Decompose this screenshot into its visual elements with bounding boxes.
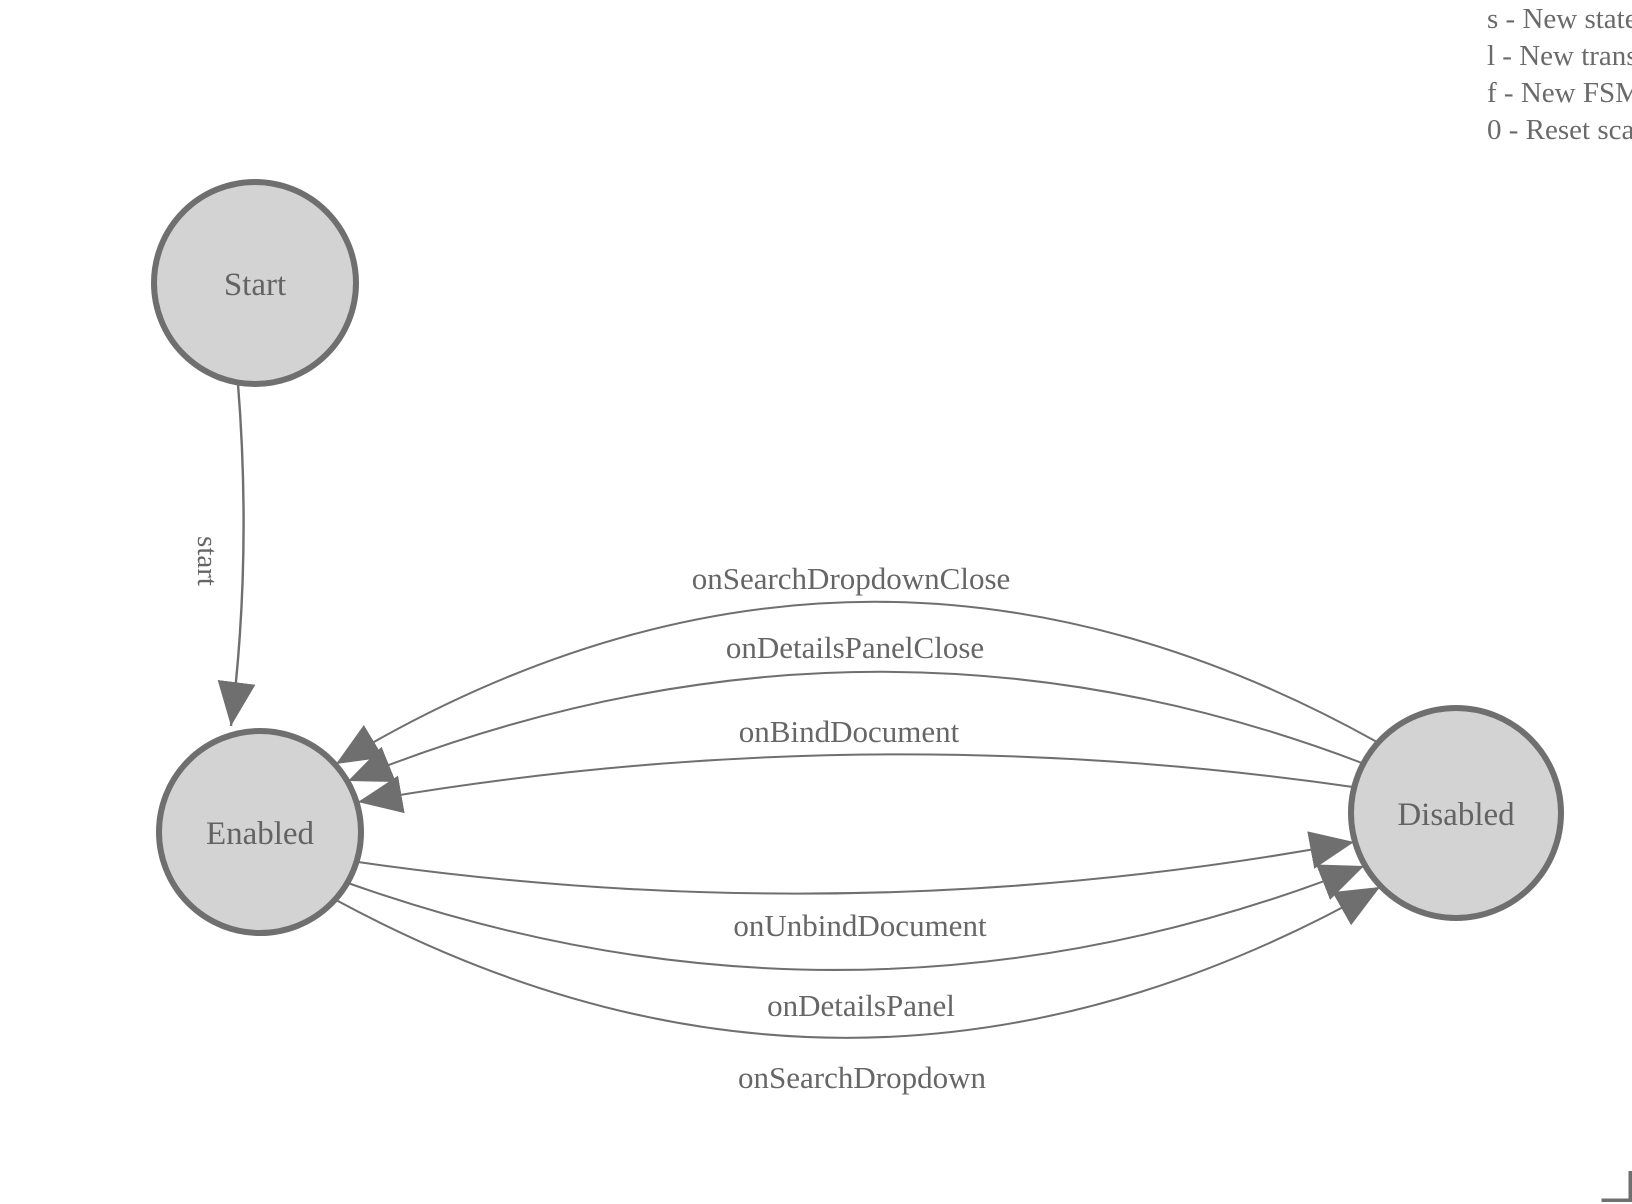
transition-edge-onDetailsPanelClose[interactable] xyxy=(347,670,1363,783)
transition-edge-onSearchDropdown[interactable] xyxy=(335,886,1381,1039)
transition-edge-onUnbindDocument[interactable] xyxy=(357,831,1355,895)
state-circle-enabled[interactable] xyxy=(156,728,364,936)
state-circle-disabled[interactable] xyxy=(1348,705,1564,921)
state-node-disabled[interactable]: Disabled xyxy=(1348,705,1564,921)
state-label-start: Start xyxy=(224,267,286,303)
help-line-reset-scale: 0 - Reset scale xyxy=(1487,114,1632,146)
help-line-new-transition: l - New transition xyxy=(1487,40,1632,72)
transition-label-start: start xyxy=(191,536,223,586)
transition-label-onSearchDropdown: onSearchDropdown xyxy=(738,1060,986,1095)
transition-label-onDetailsPanel: onDetailsPanel xyxy=(767,988,955,1023)
state-node-enabled[interactable]: Enabled xyxy=(156,728,364,936)
transition-edge-start[interactable] xyxy=(217,383,256,727)
corner-bracket-horizontal xyxy=(1601,1198,1632,1202)
state-circle-start[interactable] xyxy=(151,179,359,387)
transition-edge-onSearchDropdownClose[interactable] xyxy=(335,600,1378,765)
help-line-new-state: s - New state xyxy=(1487,3,1632,35)
transition-edge-onDetailsPanel[interactable] xyxy=(347,864,1365,971)
corner-bracket-vertical xyxy=(1628,1171,1632,1202)
state-label-enabled: Enabled xyxy=(206,816,315,852)
state-node-start[interactable]: Start xyxy=(151,179,359,387)
canvas-corner-bracket xyxy=(1601,1171,1632,1202)
shortcut-legend: s - New state l - New transition f - New… xyxy=(1487,3,1632,146)
state-label-disabled: Disabled xyxy=(1397,797,1515,833)
help-line-new-fsm: f - New FSM xyxy=(1487,77,1632,109)
transition-label-onUnbindDocument: onUnbindDocument xyxy=(733,908,987,943)
transition-label-onSearchDropdownClose: onSearchDropdownClose xyxy=(692,561,1011,596)
transition-label-onDetailsPanelClose: onDetailsPanelClose xyxy=(726,630,984,665)
transition-edge-onBindDocument[interactable] xyxy=(357,753,1354,814)
transition-label-onBindDocument: onBindDocument xyxy=(739,714,960,749)
